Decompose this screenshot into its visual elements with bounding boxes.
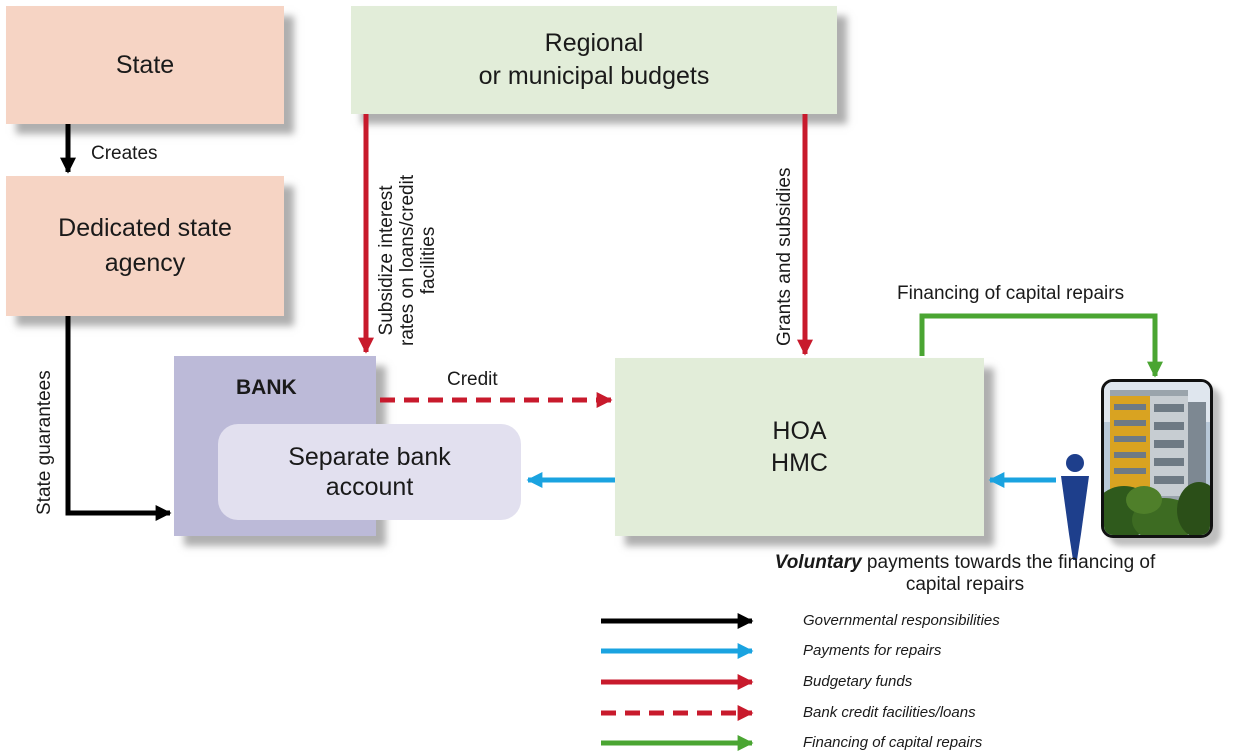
agency-label-line2: agency <box>104 249 186 277</box>
bank-label: BANK <box>236 376 297 399</box>
grants-subsidies-label: Grants and subsidies <box>774 167 795 347</box>
account-label-line2: account <box>325 473 414 501</box>
hoa-hmc-box: HOA HMC <box>615 358 984 536</box>
budgets-label-line1: Regional <box>544 29 644 57</box>
legend-payments-label: Payments for repairs <box>803 642 942 659</box>
apartment-building-image <box>1101 379 1213 538</box>
legend-credit-label: Bank credit facilities/loans <box>803 704 976 721</box>
voluntary-payments-caption: Voluntary payments towards the financing… <box>700 552 1230 596</box>
separate-bank-account-box: Separate bank account <box>218 424 521 520</box>
subsidize-label-line3: facilities <box>418 226 439 295</box>
hmc-label: HMC <box>771 449 828 477</box>
voluntary-line2: capital repairs <box>905 574 1025 595</box>
account-label-line1: Separate bank <box>288 443 451 471</box>
budgets-box: Regional or municipal budgets <box>351 6 837 114</box>
state-label: State <box>115 50 175 79</box>
dedicated-agency-box: Dedicated state agency <box>6 176 284 316</box>
financing-capital-repairs-label: Financing of capital repairs <box>897 283 1125 304</box>
financing-capital-repairs-arrow <box>919 313 1164 378</box>
budgets-label-line2: or municipal budgets <box>478 62 710 90</box>
state-guarantees-label: State guarantees <box>34 370 55 515</box>
state-box: State <box>6 6 284 124</box>
voluntary-emphasis: Voluntary <box>774 552 862 573</box>
legend-financing-label: Financing of capital repairs <box>803 734 983 751</box>
legend-governmental-label: Governmental responsibilities <box>803 612 1000 629</box>
agency-label-line1: Dedicated state <box>58 214 232 242</box>
creates-label: Creates <box>91 143 158 164</box>
legend <box>601 612 754 752</box>
hoa-label: HOA <box>772 417 827 445</box>
credit-label: Credit <box>447 369 498 390</box>
building-illustration <box>1104 382 1210 535</box>
state-guarantees-arrow <box>65 316 172 522</box>
legend-budgetary-label: Budgetary funds <box>803 673 913 690</box>
person-icon <box>1061 454 1089 560</box>
subsidize-label-line1: Subsidize interest <box>376 185 397 336</box>
subsidize-label-line2: rates on loans/credit <box>397 174 418 346</box>
subsidize-interest-label: Subsidize interest rates on loans/credit… <box>376 175 439 346</box>
voluntary-rest: payments towards the financing of <box>861 552 1156 573</box>
